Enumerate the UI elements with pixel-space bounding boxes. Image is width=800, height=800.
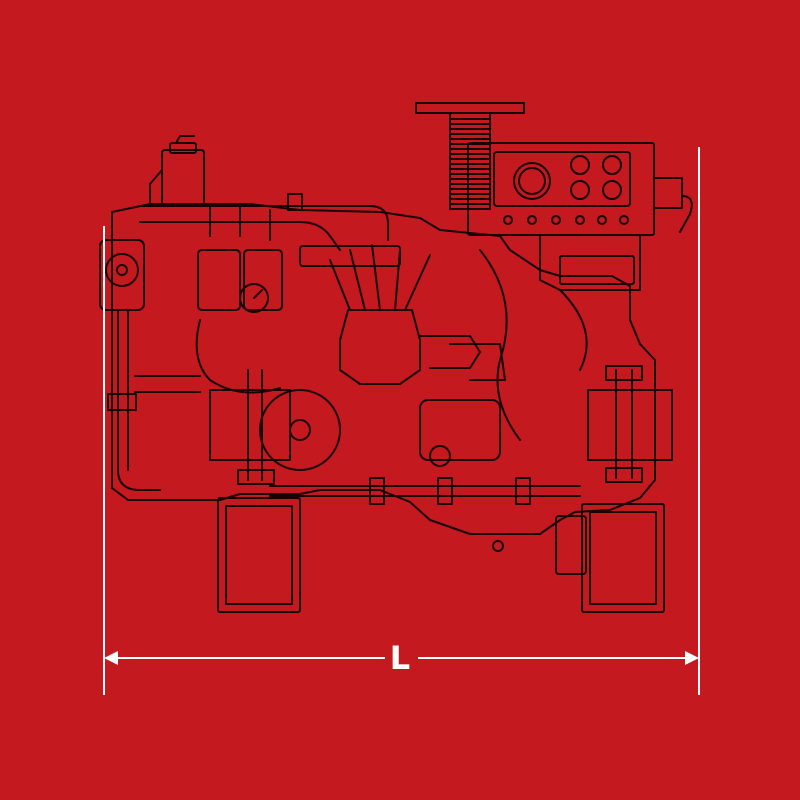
valve-cluster	[419, 335, 481, 369]
mount-left-outer	[217, 497, 301, 613]
dimension-label: L	[389, 639, 411, 677]
dimension-arrow-left	[104, 651, 118, 665]
left-vertical-pipe	[247, 369, 263, 481]
alternator	[259, 389, 341, 471]
relay-block	[559, 255, 635, 285]
valve-cluster-2	[449, 343, 506, 381]
panel-switch-4	[575, 215, 585, 225]
panel-gauge-2	[602, 155, 622, 175]
fuel-filter-left	[197, 249, 241, 311]
bottom-pipe-coupler-3	[515, 477, 531, 505]
panel-switch-2	[527, 215, 537, 225]
panel-gauge-large	[513, 162, 551, 200]
exhaust-stack	[449, 112, 491, 210]
filler-neck	[149, 169, 163, 205]
drain-plug	[492, 540, 504, 552]
bottom-pipe-coupler-1	[369, 477, 385, 505]
pressure-gauge	[239, 283, 269, 313]
left-pipe-fitting	[107, 393, 137, 411]
gauge-needle	[253, 289, 263, 299]
mount-right-bracket	[555, 515, 587, 575]
bottom-pipe-coupler-2	[437, 477, 453, 505]
panel-switch-3	[551, 215, 561, 225]
wiring-harness-1	[195, 319, 281, 394]
panel-gauge-4	[602, 180, 622, 200]
exhaust-ribs	[449, 118, 491, 205]
right-vertical-pipe	[615, 369, 633, 479]
filler-cap	[169, 142, 197, 154]
wiring-harness-2	[479, 249, 521, 441]
mount-right-inner	[589, 511, 657, 605]
left-side-plate	[99, 239, 145, 311]
left-pipe	[117, 309, 129, 471]
left-side-pulley	[105, 253, 139, 287]
panel-cable	[679, 195, 693, 233]
injection-pump	[339, 309, 421, 385]
right-pipe-fitting-top	[605, 365, 643, 381]
wiring-harness-3	[559, 289, 588, 371]
panel-gauge-large-inner	[518, 167, 546, 195]
manifold-flange	[287, 193, 303, 211]
injector-rail	[299, 245, 401, 267]
left-pipe-elbow	[117, 469, 161, 491]
left-pipe-fitting	[237, 469, 275, 485]
panel-switch-5	[597, 215, 607, 225]
engine-block-outline	[111, 203, 656, 535]
panel-switch-1	[503, 215, 513, 225]
left-side-pulley-hub	[116, 264, 128, 276]
turbo-pipe	[134, 375, 201, 393]
upper-manifold	[139, 205, 389, 251]
panel-switch-6	[619, 215, 629, 225]
control-panel-face	[493, 151, 631, 207]
right-pipe-fitting-bottom	[605, 467, 643, 483]
panel-gauge-3	[570, 180, 590, 200]
injection-lines	[329, 244, 431, 311]
mount-left-inner	[225, 505, 293, 605]
flywheel-cap	[429, 445, 451, 467]
right-heat-exchanger	[587, 389, 673, 461]
panel-side-connector	[653, 177, 683, 209]
bottom-pipe	[269, 485, 581, 497]
manifold-ribs	[209, 205, 271, 241]
filler-handle	[175, 135, 195, 144]
mount-right-outer	[581, 503, 665, 613]
dimension-arrow-right	[685, 651, 699, 665]
panel-gauge-1	[570, 155, 590, 175]
left-lower-block	[209, 389, 291, 461]
starter-motor	[419, 399, 501, 461]
